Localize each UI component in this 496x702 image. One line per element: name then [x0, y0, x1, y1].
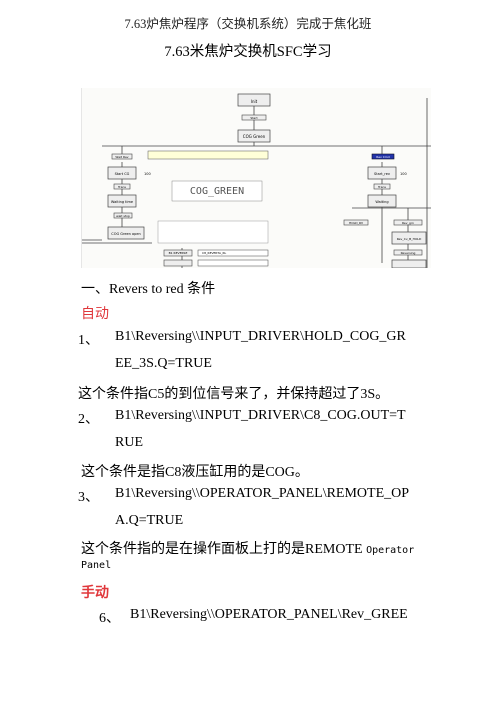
sfc-left-step-3-label: COG Green open	[111, 232, 140, 236]
item-2-line2: RUE	[115, 435, 143, 450]
item-2-number: 2、	[78, 412, 99, 427]
item-1-description: 这个条件指C5的到位信号来了，并保持超过了3S。	[78, 387, 390, 402]
sfc-bottom-comment-1	[197, 249, 269, 257]
item-6-number: 6、	[99, 611, 120, 626]
item-2-line1: B1\Reversing\\INPUT_DRIVER\C8_COG.OUT=T	[115, 408, 406, 423]
sfc-right-transition-3	[343, 219, 369, 226]
sfc-right-step-3-label: Rev_Cv_B_HOLD	[397, 237, 422, 241]
sfc-right-transition-2	[373, 183, 391, 190]
sfc-bottom-transition-1	[163, 249, 193, 257]
sfc-right-transition-5	[393, 249, 423, 256]
page-title: 7.63米焦炉交换机SFC学习	[164, 44, 332, 60]
item-3-line2: A.Q=TRUE	[115, 513, 184, 528]
item-3-line1: B1\Reversing\\OPERATOR_PANEL\REMOTE_OP	[115, 486, 410, 501]
sfc-right-transition-1-label: Rev Cmd	[376, 155, 390, 159]
sfc-right-transition-5-label: Reversing	[401, 251, 416, 255]
sfc-comment-label: COG_GREEN	[190, 186, 244, 197]
sfc-right-time-label: 100	[400, 172, 407, 176]
sfc-right-transition-1	[371, 153, 395, 160]
sfc-bottom-comment-1-label: C8_REVERTA_RL	[202, 251, 227, 255]
sfc-right-step-2	[367, 194, 397, 208]
item-1-number: 1、	[78, 333, 99, 348]
sfc-transition-start	[241, 114, 267, 121]
sfc-right-step-1	[367, 166, 397, 180]
manual-label: 手动	[81, 586, 109, 601]
sfc-bottom-comment-2	[197, 259, 269, 267]
sfc-left-time-label: 100	[144, 172, 151, 176]
sfc-transition-start-label: Start	[250, 116, 258, 120]
sfc-left-transition-3	[113, 212, 133, 219]
sfc-bottom-transition-1-label: B1 REVERSE	[169, 251, 188, 255]
sfc-left-step-2	[107, 194, 137, 208]
item-3-number: 3、	[78, 490, 99, 505]
sfc-bottom-transition-2	[163, 259, 193, 267]
auto-label: 自动	[81, 307, 109, 322]
sfc-left-transition-2-label: Trans	[117, 185, 126, 189]
item-3-description-mono: Operator	[366, 545, 415, 556]
sfc-diagram: Init Start COG Green Wait Rev Start CG 1…	[81, 88, 431, 268]
sfc-left-transition-2	[113, 183, 131, 190]
sfc-right-transition-2-label: Trans	[377, 185, 386, 189]
sfc-left-step-1	[107, 166, 137, 180]
sfc-left-transition-1-label: Wait Rev	[115, 155, 128, 159]
sfc-step-cog-green	[237, 129, 271, 143]
item-2-description: 这个条件是指C8液压缸用的是COG。	[81, 465, 309, 480]
sfc-right-step-4	[391, 259, 427, 268]
sfc-right-transition-4	[393, 219, 423, 226]
item-3-description-wrap: Panel	[81, 560, 112, 571]
item-3-description: 这个条件指的是在操作面板上打的是REMOTE Operator	[81, 538, 414, 558]
sfc-empty-comment-box	[157, 220, 269, 244]
sfc-left-transition-1	[111, 153, 133, 160]
sfc-left-step-1-label: Start CG	[115, 172, 130, 176]
sfc-step-init-label: Init	[251, 99, 258, 104]
item-1-line1: B1\Reversing\\INPUT_DRIVER\HOLD_COG_GR	[115, 329, 406, 344]
sfc-left-transition-3-label: wait stop	[116, 214, 130, 218]
sfc-left-step-2-label: Waiting time	[111, 200, 133, 204]
sfc-left-step-3	[107, 226, 145, 240]
sfc-step-cog-green-label: COG Green	[243, 134, 266, 139]
sfc-right-step-2-label: Waiting	[375, 200, 388, 204]
sfc-right-transition-3-label: HOLD_RV	[349, 221, 364, 225]
sfc-step-init	[237, 93, 271, 107]
section-heading: 一、Revers to red 条件	[81, 282, 216, 297]
sfc-comment-box	[171, 180, 263, 202]
item-6-line1: B1\Reversing\\OPERATOR_PANEL\Rev_GREE	[130, 607, 408, 622]
sfc-right-step-3	[391, 231, 427, 245]
page-header: 7.63炉焦炉程序（交换机系统）完成于焦化班	[124, 17, 372, 31]
item-3-description-text: 这个条件指的是在操作面板上打的是REMOTE	[81, 542, 363, 557]
sfc-diagram-svg: Init Start COG Green Wait Rev Start CG 1…	[82, 93, 431, 268]
sfc-left-comment-box	[147, 150, 269, 160]
item-1-line2: EE_3S.Q=TRUE	[115, 356, 212, 371]
sfc-right-transition-4-label: Rev_grn	[402, 221, 414, 225]
sfc-right-step-1-label: Start_rev	[374, 172, 390, 176]
